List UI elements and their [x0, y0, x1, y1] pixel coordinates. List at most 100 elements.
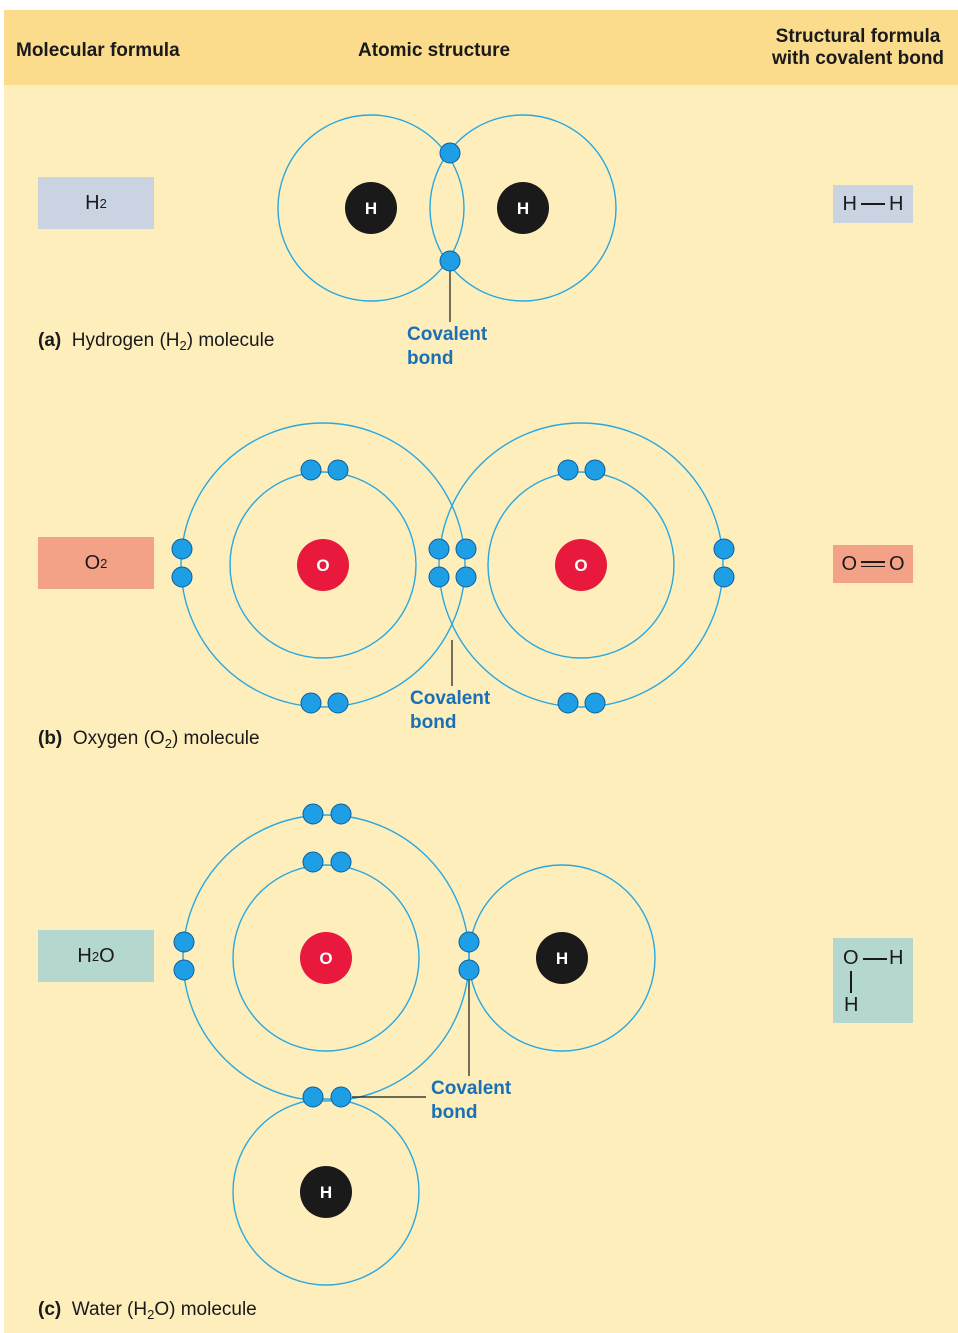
- caption-letter-c: (c): [38, 1299, 62, 1320]
- electron: [458, 959, 480, 981]
- bond-label-h2o-line2: bond: [431, 1102, 478, 1123]
- electron: [330, 851, 352, 873]
- structural-box-h2o: O H H: [833, 938, 913, 1023]
- electron: [458, 931, 480, 953]
- structural-box-o2: O O: [833, 545, 913, 583]
- struct-o2-atom-b: O: [889, 552, 905, 575]
- struct-h2o-h-bottom: H: [844, 994, 859, 1016]
- orbit-h2o-o-inner: [232, 864, 420, 1052]
- caption-a-post: ) molecule: [186, 330, 275, 351]
- orbit-o2-left-inner: [229, 471, 417, 659]
- hydrogen-nucleus: [300, 1166, 352, 1218]
- electron: [455, 566, 477, 588]
- single-bond-line: [861, 203, 885, 205]
- caption-hydrogen: (a) Hydrogen (H2) molecule: [38, 330, 274, 353]
- formula-h2o-sub: 2: [91, 948, 100, 964]
- hydrogen-nucleus: [497, 182, 549, 234]
- caption-letter-a: (a): [38, 330, 62, 351]
- electron: [557, 459, 579, 481]
- caption-c-pre: Water (H: [71, 1299, 148, 1320]
- electron: [302, 1086, 324, 1108]
- electron: [302, 851, 324, 873]
- caption-b-pre: Oxygen (O: [72, 728, 165, 749]
- electron: [330, 803, 352, 825]
- caption-c-sub: 2: [147, 1307, 155, 1322]
- nucleus-label: H: [365, 199, 377, 218]
- formula-o2-main: O: [84, 551, 101, 574]
- orbit-o2-left-outer: [180, 422, 466, 708]
- oh-bond-vertical: [850, 971, 852, 993]
- electron: [300, 459, 322, 481]
- oxygen-nucleus: [555, 539, 607, 591]
- orbit-h2o-h-bottom: [232, 1098, 420, 1286]
- caption-b-post: ) molecule: [171, 728, 260, 749]
- electron: [713, 566, 735, 588]
- hydrogen-nucleus: [345, 182, 397, 234]
- caption-oxygen: (b) Oxygen (O2) molecule: [38, 728, 260, 751]
- struct-h2-atom-b: H: [889, 192, 904, 215]
- hydrogen-nucleus: [536, 932, 588, 984]
- nucleus-label: O: [316, 556, 329, 575]
- struct-h2-atom-a: H: [842, 192, 857, 215]
- nucleus-label: H: [556, 949, 568, 968]
- double-bond-lines: [861, 561, 885, 567]
- electron: [584, 459, 606, 481]
- caption-c-post: O) molecule: [154, 1299, 257, 1320]
- electron: [302, 803, 324, 825]
- bond-label-h2: Covalent bond: [407, 323, 487, 371]
- header-molecular-formula: Molecular formula: [16, 40, 180, 61]
- electron: [455, 538, 477, 560]
- orbit-o2-right-outer: [438, 422, 724, 708]
- electron: [584, 692, 606, 714]
- electron: [173, 931, 195, 953]
- nucleus-label: H: [517, 199, 529, 218]
- electron: [428, 566, 450, 588]
- header-structural-formula-line2: with covalent bond: [771, 48, 945, 69]
- bond-label-h2-line1: Covalent: [407, 324, 488, 345]
- oh-bond-horizontal: [863, 958, 887, 960]
- electron: [557, 692, 579, 714]
- electron: [713, 538, 735, 560]
- table-header: [4, 10, 958, 85]
- bond-label-o2-line2: bond: [410, 712, 457, 733]
- formula-o2-sub: 2: [100, 555, 108, 571]
- formula-h2-sub: 2: [99, 195, 107, 211]
- caption-a-sub: 2: [179, 338, 187, 353]
- oxygen-nucleus: [300, 932, 352, 984]
- electron: [439, 250, 461, 272]
- struct-h2o-h-right: H: [889, 947, 904, 969]
- orbit-o2-right-inner: [487, 471, 675, 659]
- electron: [439, 142, 461, 164]
- electron: [300, 692, 322, 714]
- electron: [327, 692, 349, 714]
- bond-label-h2-line2: bond: [407, 348, 454, 369]
- header-structural-formula: Structural formula with covalent bond: [760, 26, 956, 70]
- orbit-h2-right: [429, 114, 617, 302]
- caption-b-sub: 2: [164, 736, 172, 751]
- electron: [173, 959, 195, 981]
- electron: [428, 538, 450, 560]
- caption-letter-b: (b): [38, 728, 63, 749]
- bond-label-o2: Covalent bond: [410, 687, 490, 735]
- orbit-h2-left: [277, 114, 465, 302]
- electron: [327, 459, 349, 481]
- struct-h2o-o: O: [843, 947, 859, 969]
- struct-o2-atom-a: O: [841, 552, 857, 575]
- caption-a-pre: Hydrogen (H: [71, 330, 180, 351]
- nucleus-label: O: [574, 556, 587, 575]
- bond-label-o2-line1: Covalent: [410, 688, 491, 709]
- header-atomic-structure: Atomic structure: [358, 40, 511, 61]
- bond-label-h2o: Covalent bond: [431, 1077, 511, 1125]
- electron: [171, 538, 193, 560]
- formula-h2-main: H: [85, 191, 100, 214]
- caption-water: (c) Water (H2O) molecule: [38, 1299, 257, 1322]
- orbit-h2o-h-right: [468, 864, 656, 1052]
- formula-h2o-tail: O: [99, 944, 115, 967]
- nucleus-label: H: [320, 1183, 332, 1202]
- figure-panel: [4, 10, 958, 1333]
- electron: [330, 1086, 352, 1108]
